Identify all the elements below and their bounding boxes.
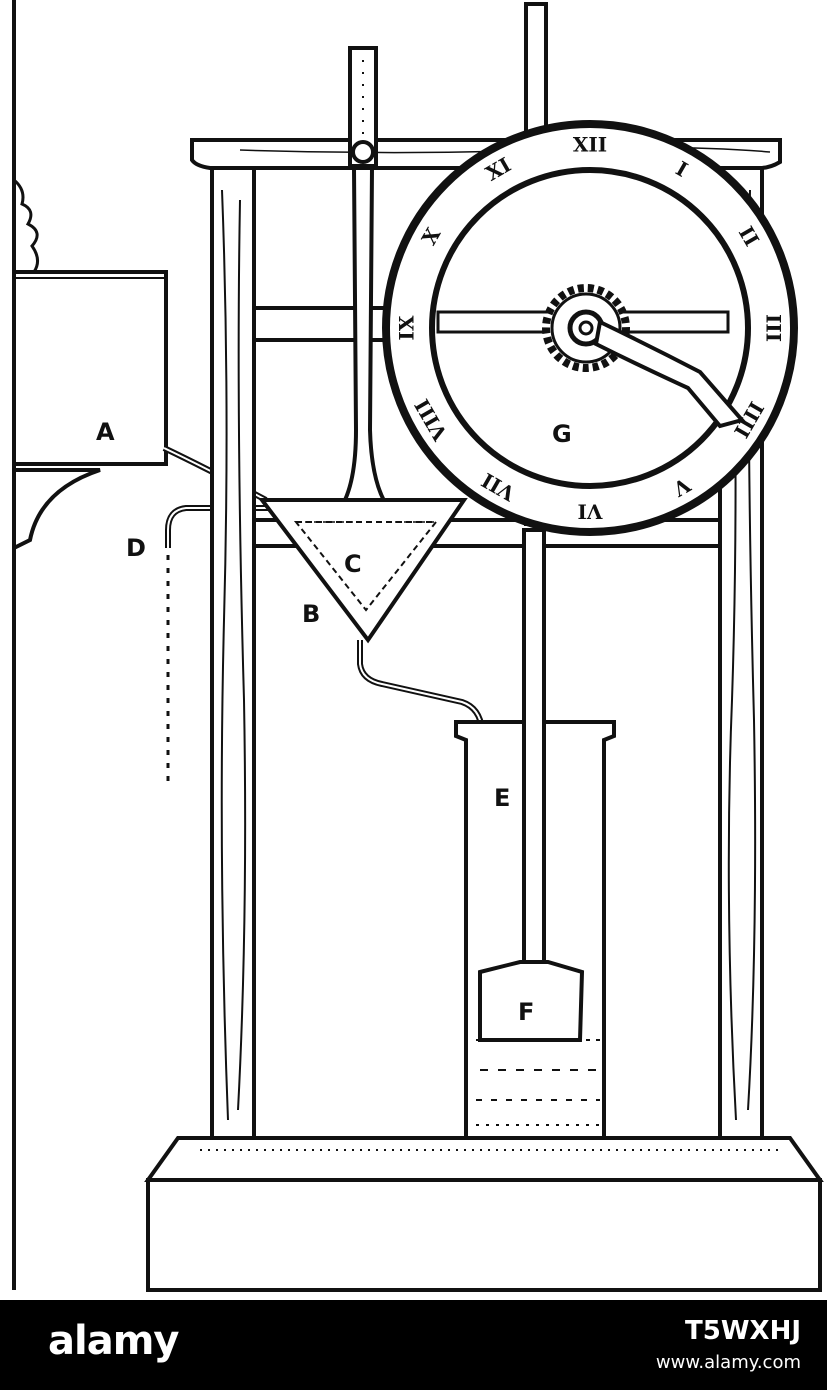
label-e: E: [494, 784, 510, 812]
wall: [12, 0, 39, 1290]
clock-hand: [593, 319, 746, 429]
dial-numeral: IX: [395, 315, 419, 340]
label-a: A: [96, 418, 115, 446]
label-d: D: [126, 534, 146, 562]
watermark-footer: alamy T5WXHJ www.alamy.com: [0, 1300, 827, 1390]
float-c: [293, 521, 439, 612]
label-c: C: [344, 550, 362, 578]
dial-numeral: III: [762, 314, 786, 342]
funnel-b: [257, 498, 485, 742]
image-id: T5WXHJ: [685, 1316, 801, 1346]
dial-numeral: XII: [573, 133, 607, 157]
overflow-tube-d: [165, 505, 268, 785]
alamy-logo: alamy: [48, 1318, 179, 1364]
reservoir-a: [12, 270, 168, 550]
site-url: www.alamy.com: [655, 1352, 801, 1373]
dial-numeral: VI: [578, 500, 604, 524]
float-f: [478, 528, 585, 1042]
label-f: F: [518, 998, 534, 1026]
label-b: B: [302, 600, 320, 628]
label-g: G: [552, 420, 572, 448]
base: [144, 1136, 824, 1292]
